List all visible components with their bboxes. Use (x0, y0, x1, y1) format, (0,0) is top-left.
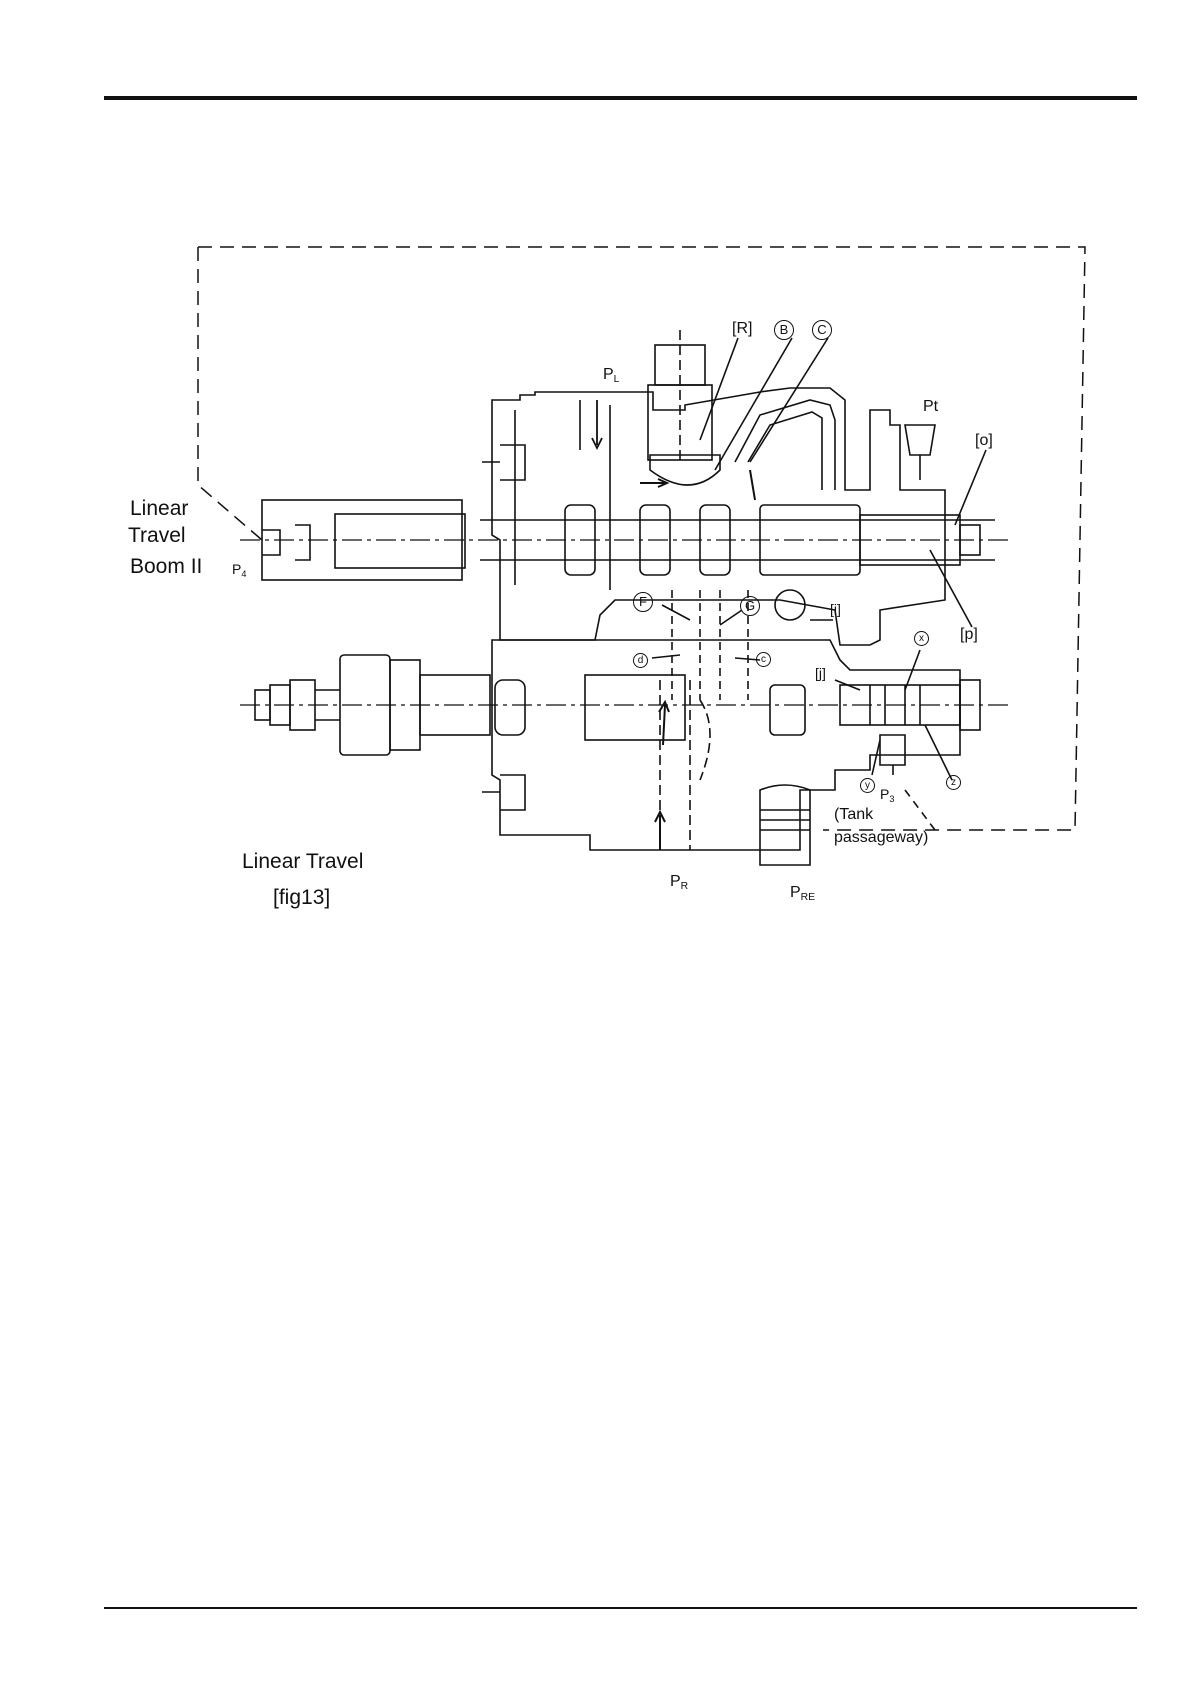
label-f: F (633, 592, 653, 612)
label-tank: (Tank (834, 806, 873, 824)
leader-d (652, 655, 680, 658)
lower-cavity-right (770, 685, 805, 735)
leader-f (662, 605, 690, 620)
flow-arrow-pr (655, 812, 665, 850)
label-p3: P3 (880, 786, 894, 804)
tank-leader (905, 790, 935, 830)
lower-cavity-left (585, 675, 685, 740)
label-pt: Pt (923, 398, 938, 416)
leader-g (720, 610, 742, 625)
label-travel: Travel (128, 524, 186, 548)
label-boom: Boom II (130, 555, 202, 579)
passages-mid (672, 590, 748, 700)
leader-y (872, 740, 880, 775)
flow-arrow-pipe (750, 470, 755, 500)
flow-arrow-mid (659, 702, 669, 745)
label-g: G (740, 596, 760, 616)
label-y: y (860, 775, 875, 793)
check-circle (775, 590, 805, 620)
label-d: d (633, 650, 648, 668)
label-p: [p] (960, 626, 978, 644)
label-pr: PR (670, 873, 688, 892)
label-x: x (914, 628, 929, 646)
label-i: [i] (830, 601, 841, 617)
pre-plug (760, 785, 810, 865)
label-c-small: c (756, 649, 771, 667)
dashed-boundary (198, 247, 1085, 830)
leader-p (930, 550, 972, 627)
pre-plug-lines (760, 810, 810, 830)
label-z: z (946, 772, 961, 790)
caption-fig: [fig13] (273, 886, 330, 910)
leader-b (715, 338, 792, 470)
pt-fitting (905, 425, 935, 480)
left-fitting-lower (482, 775, 525, 810)
upper-spool-rod (335, 514, 465, 568)
flow-arrow-pl (592, 400, 602, 448)
pipe-loop (735, 400, 835, 490)
label-pl: PL (603, 366, 619, 385)
label-passageway: passageway) (834, 829, 928, 847)
label-c: C (812, 320, 832, 340)
caption-title: Linear Travel (242, 850, 363, 874)
label-j: [j] (815, 665, 826, 681)
leader-o (955, 450, 986, 525)
label-r: [R] (732, 320, 752, 338)
upper-housing (492, 388, 945, 645)
leader-c (750, 338, 828, 462)
label-linear: Linear (130, 497, 188, 521)
label-o: [o] (975, 432, 993, 450)
left-fitting-upper (482, 445, 525, 480)
lower-cap (495, 680, 525, 735)
flow-arrow-chamber (640, 479, 667, 487)
label-pre: PRE (790, 884, 815, 903)
label-p4: P4 (232, 561, 246, 579)
lower-housing (492, 640, 960, 850)
spool-left-end (262, 525, 310, 560)
label-b: B (774, 320, 794, 340)
